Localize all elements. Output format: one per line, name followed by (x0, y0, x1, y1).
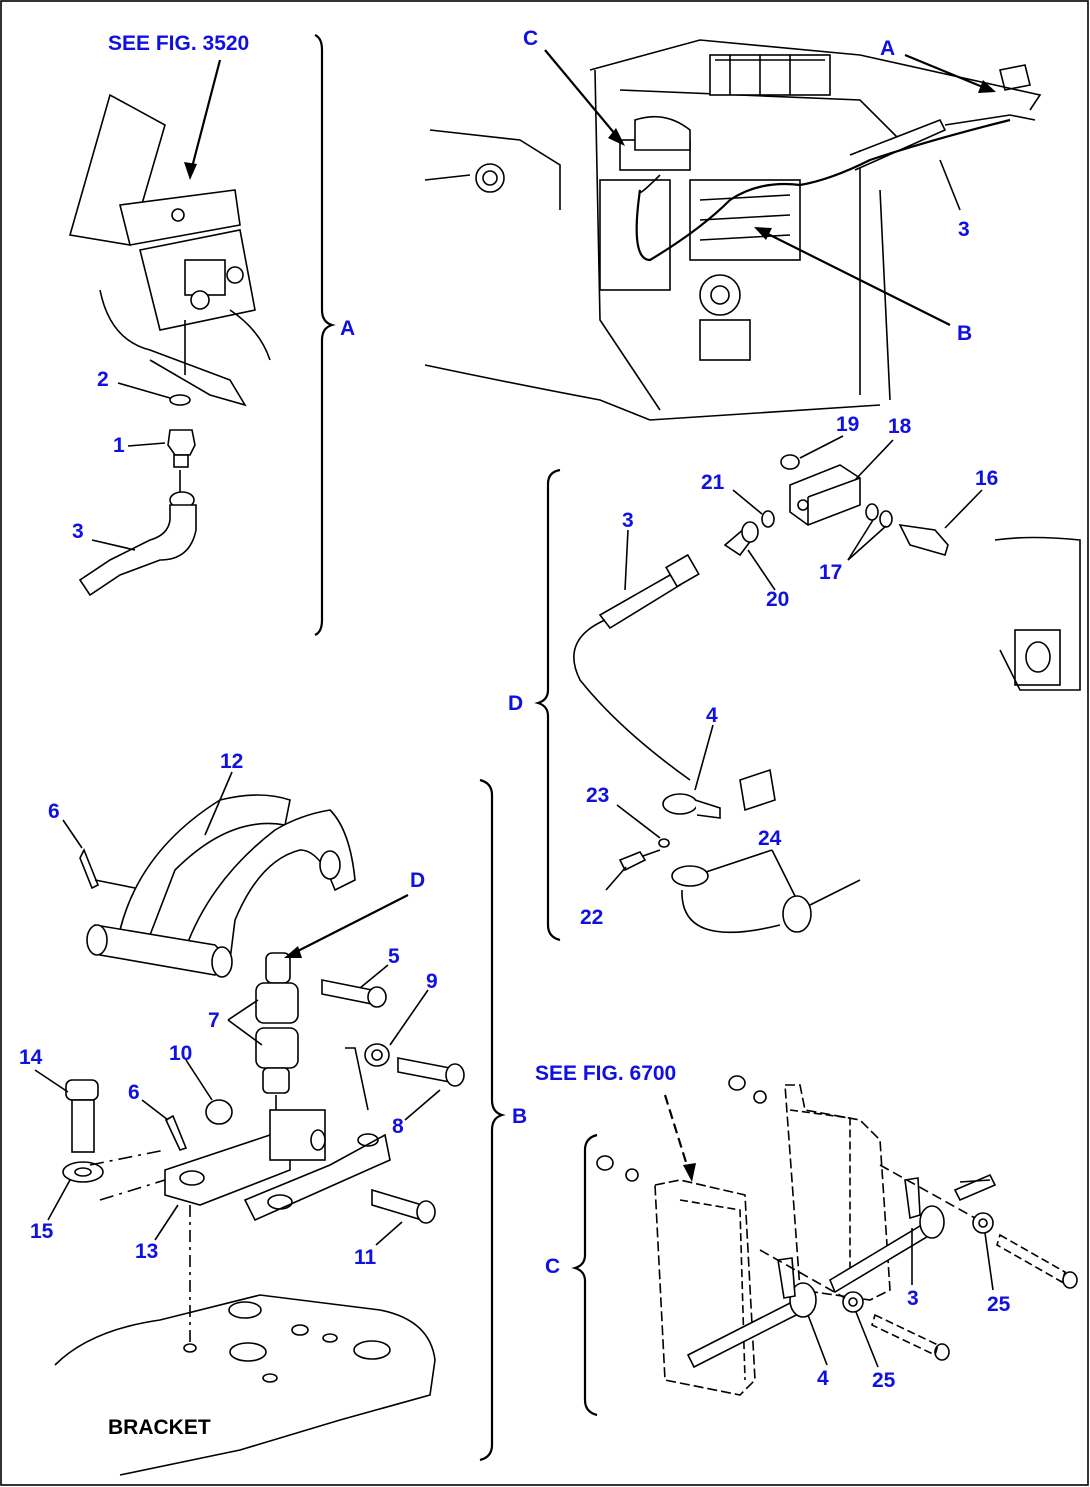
part-3-label-a: 3 (72, 520, 84, 543)
view-b-letter: B (512, 1105, 527, 1128)
part-18-label: 18 (888, 415, 912, 438)
part-21-label: 21 (701, 471, 725, 494)
part-25-label-right: 25 (987, 1293, 1011, 1316)
brace-a (314, 33, 336, 637)
view-b-marker-top: B (957, 322, 972, 345)
part-10-label: 10 (169, 1042, 192, 1065)
part-4-label-c: 4 (817, 1367, 829, 1390)
view-d-letter: D (508, 692, 523, 715)
view-c-leaders (663, 1094, 994, 1368)
view-c-letter: C (545, 1255, 560, 1278)
part-22-label: 22 (580, 906, 603, 929)
view-a-leaders (91, 59, 222, 551)
view-d-sensor-harness (573, 454, 1081, 934)
view-d-marker-b: D (410, 869, 425, 892)
part-6-label-top: 6 (48, 800, 60, 823)
part-3-label-top: 3 (958, 218, 970, 241)
part-3-label-d: 3 (622, 509, 634, 532)
part-11-label: 11 (354, 1246, 377, 1269)
machine-view-leaders (544, 49, 996, 326)
view-a-letter: A (340, 317, 355, 340)
part-12-label: 12 (220, 750, 243, 773)
view-b-leaders (34, 771, 441, 1246)
brace-d (534, 468, 561, 942)
part-17-label: 17 (819, 561, 842, 584)
part-14-label: 14 (19, 1046, 43, 1069)
part-24-label: 24 (758, 827, 782, 850)
see-fig-6700-label: SEE FIG. 6700 (535, 1062, 676, 1085)
part-2-label: 2 (97, 368, 109, 391)
part-13-label: 13 (135, 1240, 158, 1263)
part-7-label: 7 (208, 1009, 220, 1032)
part-9-label: 9 (426, 970, 438, 993)
view-c-marker-top: C (523, 27, 538, 50)
part-4-label-d: 4 (706, 704, 718, 727)
part-19-label: 19 (836, 413, 859, 436)
view-b-bracket-assembly (54, 794, 465, 1476)
view-d-leaders (605, 435, 983, 897)
machine-frame-view (424, 39, 1042, 421)
brace-b (479, 778, 506, 1462)
view-c-mounting-assembly (596, 1075, 1078, 1396)
part-15-label: 15 (30, 1220, 54, 1243)
part-8-label: 8 (392, 1115, 404, 1138)
view-a-sensor-assembly (68, 93, 271, 597)
part-25-label-left: 25 (872, 1369, 896, 1392)
part-5-label: 5 (388, 945, 400, 968)
see-fig-3520-label: SEE FIG. 3520 (108, 32, 249, 55)
bracket-caption: BRACKET (108, 1416, 211, 1439)
part-6-label-bottom: 6 (128, 1081, 140, 1104)
part-23-label: 23 (586, 784, 609, 807)
part-16-label: 16 (975, 467, 998, 490)
brace-c (571, 1133, 598, 1417)
part-3-label-c: 3 (907, 1287, 919, 1310)
part-20-label: 20 (766, 588, 789, 611)
part-1-label: 1 (113, 434, 125, 457)
view-a-marker-top: A (880, 37, 895, 60)
